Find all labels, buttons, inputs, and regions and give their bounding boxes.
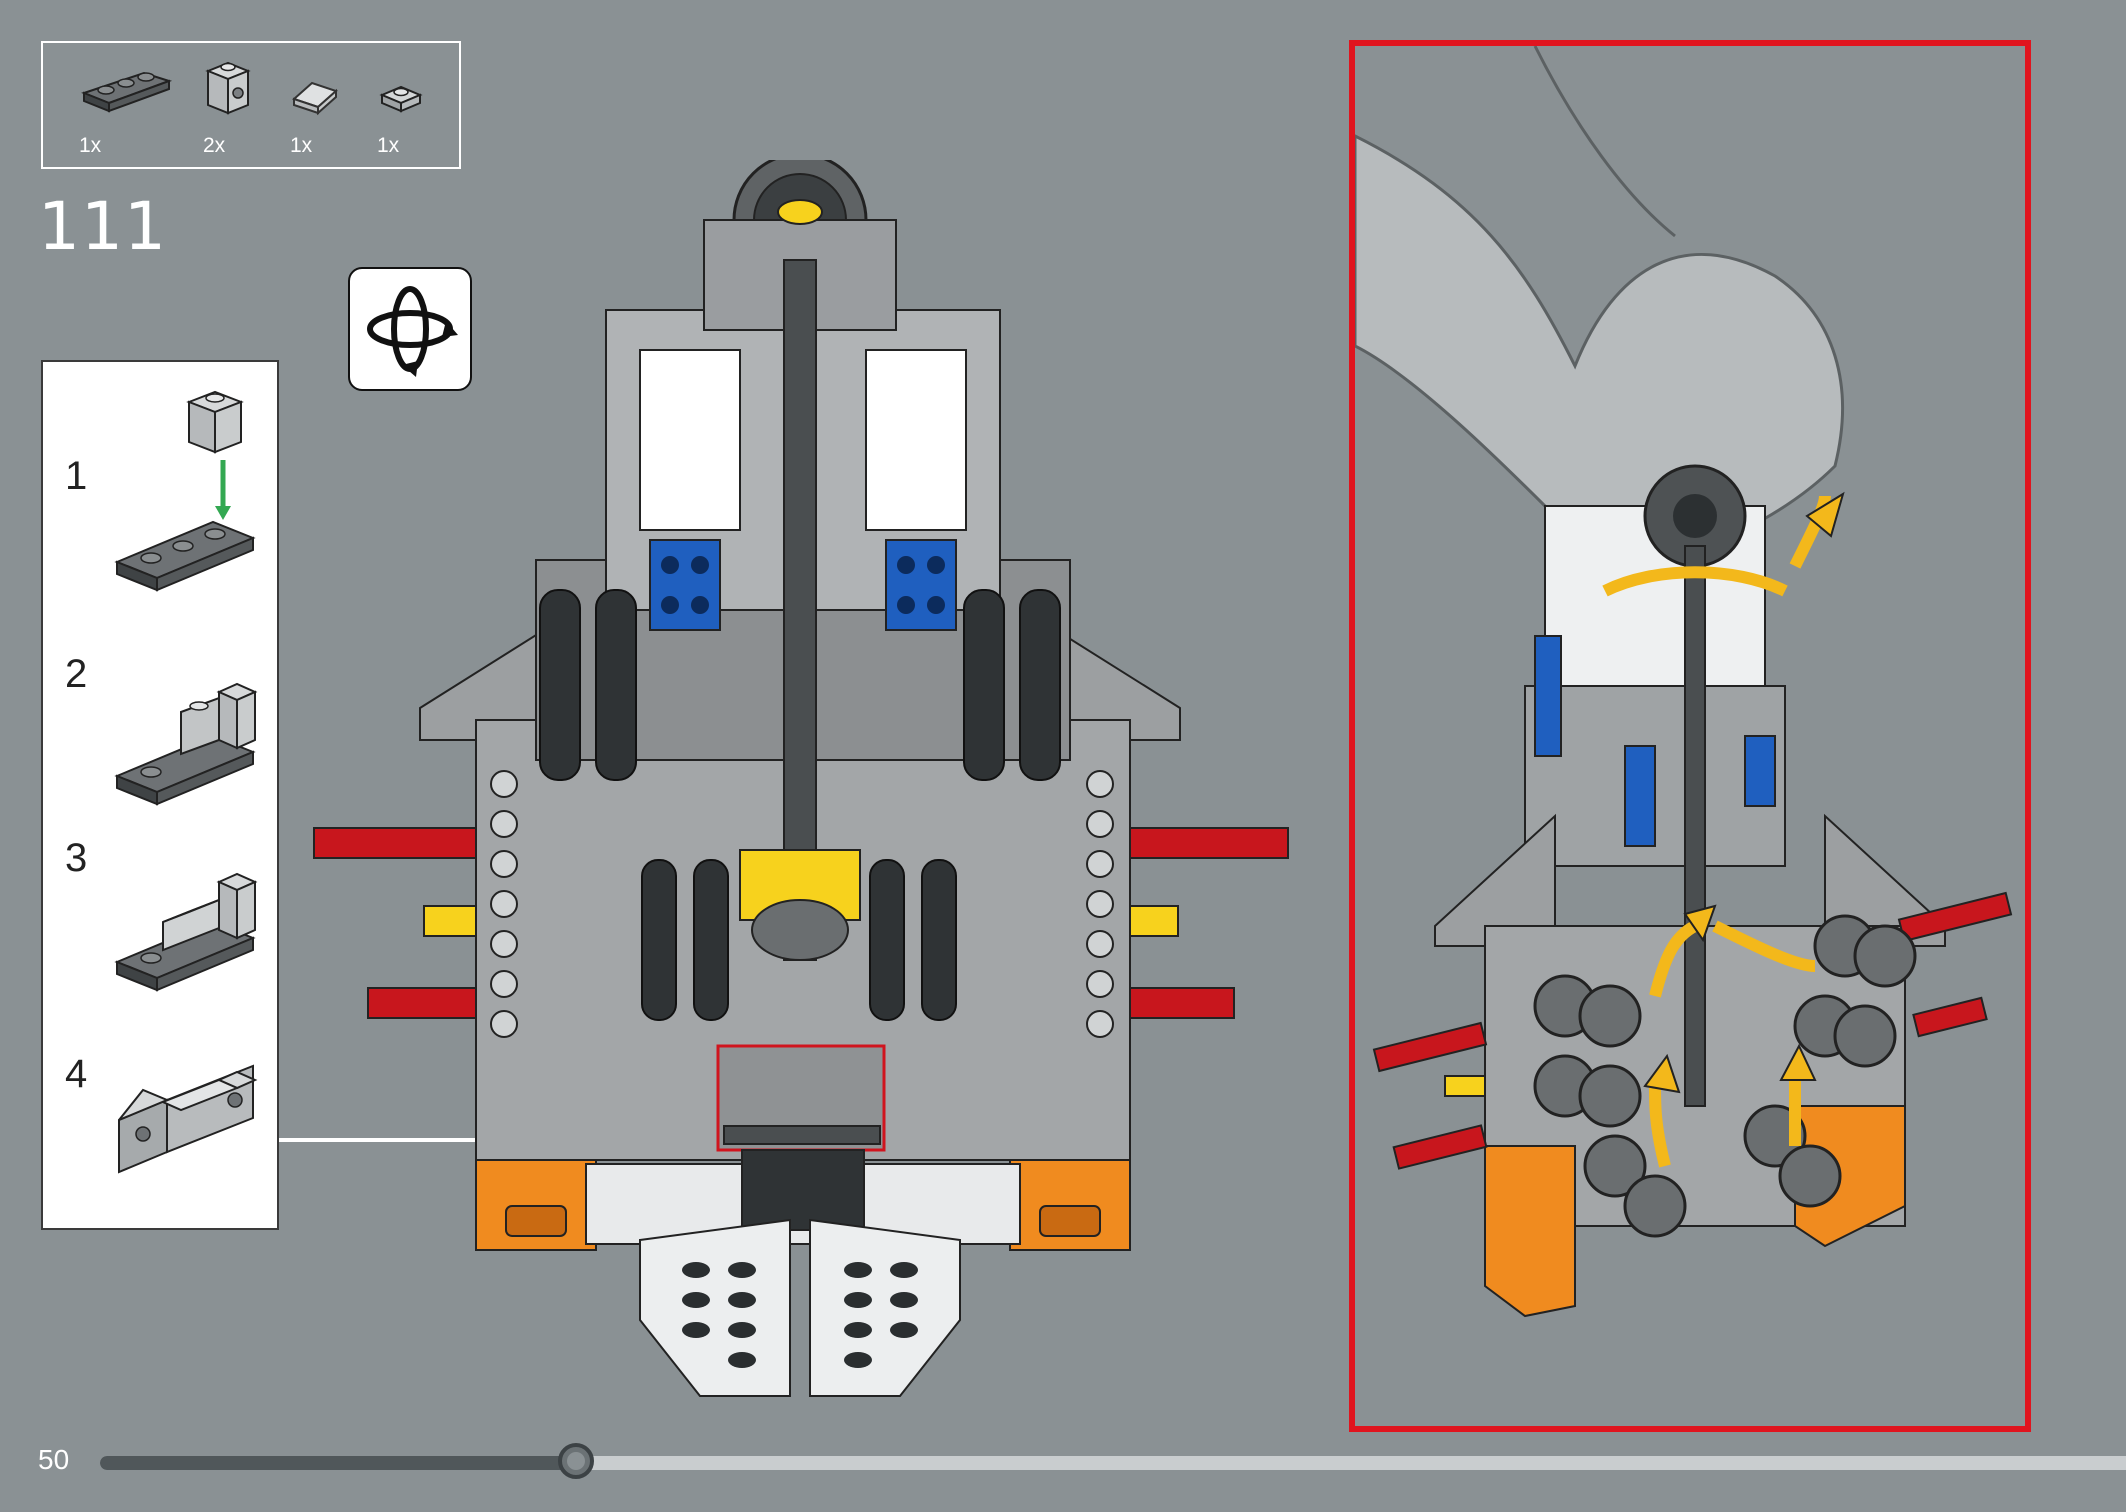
part-quantity: 2x [203,134,226,157]
parts-list-box: 1x 2x 1x 1x [41,41,461,169]
page-number: 50 [38,1444,70,1475]
part-quantity: 1x [290,134,313,157]
plate-1x3-dark-grey-icon [81,71,173,113]
progress-track [100,1456,2126,1470]
rotate-model-icon [348,267,472,391]
slope-tile-light-grey-icon [292,81,338,116]
substep-number: 1 [65,454,88,498]
hand-icon [1353,133,1844,568]
part-item: 1x [79,51,174,157]
plate-1x1-light-grey-icon [379,85,423,113]
red-axle [1117,987,1235,1019]
substep-number: 3 [65,836,88,880]
substep-panel: 1 2 3 4 [41,360,279,1230]
part-item: 1x [377,51,425,157]
red-axle [1117,827,1289,859]
part-item: 2x [203,51,253,157]
progress-knob[interactable] [558,1443,594,1479]
main-model-illustration [313,160,1289,1397]
red-axle [367,987,485,1019]
substep-number: 4 [65,1052,88,1096]
substep-4-illustration [118,1064,258,1174]
substep-illustrations [114,390,258,1174]
substep-1-illustration [114,390,256,592]
red-axle [313,827,485,859]
blue-block [649,539,721,631]
hand-rotation-illustration [1353,45,2013,1318]
substep-2-illustration [114,682,258,806]
progress-fill [100,1456,576,1470]
front-panel-left [639,1218,791,1397]
part-quantity: 1x [79,134,102,157]
part-quantity: 1x [377,134,400,157]
callout-frame [1349,40,2031,1432]
rotate-arrows-icon [367,286,458,377]
blue-block [885,539,957,631]
substep-3-illustration [114,872,258,992]
front-panel-right [809,1218,961,1397]
substep-number: 2 [65,652,88,696]
technic-brick-1x1-light-grey-icon [205,61,251,115]
part-item: 1x [290,51,340,157]
step-number: 111 [38,188,167,265]
